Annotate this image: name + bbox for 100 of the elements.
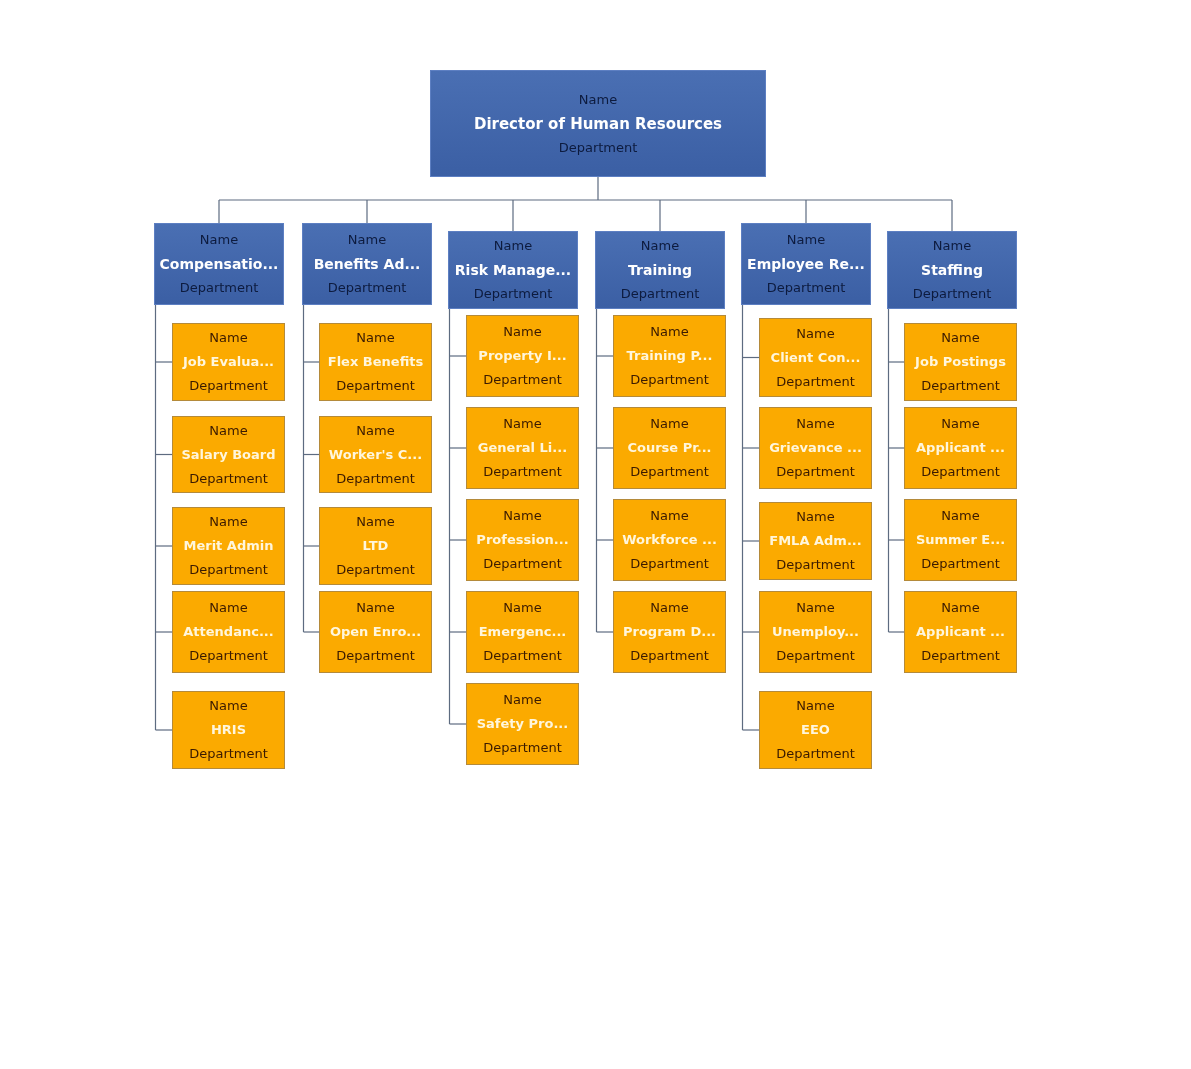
person-name: Name <box>356 329 395 347</box>
department-name: Department <box>327 279 407 297</box>
person-name: Name <box>209 513 248 531</box>
connector-line <box>805 199 807 224</box>
department-name: Department <box>189 745 268 763</box>
department-name: Department <box>483 647 562 665</box>
position-title: Emergenc... <box>478 623 567 641</box>
connector-line <box>448 308 451 725</box>
org-chart-box <box>319 507 432 585</box>
position-title: Applicant ... <box>916 623 1005 641</box>
connector-line <box>366 199 368 224</box>
org-chart-box <box>172 691 285 769</box>
position-title: EEO <box>801 721 830 739</box>
person-name: Name <box>941 329 980 347</box>
department-name: Department <box>630 647 709 665</box>
department-name: Department <box>336 561 415 579</box>
person-name: Name <box>209 329 248 347</box>
person-name: Name <box>941 599 980 617</box>
connector-line <box>302 545 320 547</box>
org-chart-box <box>319 591 432 673</box>
department-name: Department <box>630 555 709 573</box>
connector-line <box>448 723 467 725</box>
org-chart-box <box>613 407 726 489</box>
org-chart-box <box>759 691 872 769</box>
department-name: Department <box>921 463 1000 481</box>
person-name: Name <box>941 507 980 525</box>
department-name: Department <box>776 463 855 481</box>
org-chart-box <box>904 591 1017 673</box>
connector-line <box>887 308 890 633</box>
connector-line <box>741 540 760 542</box>
org-chart-box <box>319 416 432 493</box>
department-name: Department <box>179 279 259 297</box>
org-chart-box <box>448 231 578 309</box>
connector-line <box>302 304 305 633</box>
person-name: Name <box>796 599 835 617</box>
connector-line <box>741 631 760 633</box>
position-title: Benefits Ad... <box>313 255 421 274</box>
org-chart-box <box>595 231 725 309</box>
department-name: Department <box>483 463 562 481</box>
connector-line <box>302 631 320 633</box>
org-chart-box <box>302 223 432 305</box>
org-chart-box <box>904 323 1017 401</box>
position-title: Client Con... <box>770 348 861 367</box>
connector-line <box>302 361 320 363</box>
connector-line <box>218 199 220 224</box>
org-chart-box <box>466 315 579 397</box>
department-name: Department <box>620 285 700 303</box>
department-name: Department <box>776 647 855 665</box>
connector-line <box>659 199 661 232</box>
person-name: Name <box>941 415 980 433</box>
connector-line <box>595 355 614 357</box>
person-name: Name <box>503 599 542 617</box>
position-title: FMLA Adm... <box>769 532 862 550</box>
position-title: Director of Human Resources <box>473 113 723 135</box>
org-chart-box <box>466 591 579 673</box>
org-chart-box <box>172 507 285 585</box>
person-name: Name <box>650 599 689 617</box>
org-chart-box <box>154 223 284 305</box>
position-title: Worker's C... <box>328 445 423 464</box>
person-name: Name <box>503 691 542 709</box>
org-chart-box <box>904 499 1017 581</box>
department-name: Department <box>189 647 268 665</box>
position-title: Workforce ... <box>622 531 717 549</box>
org-chart-box <box>613 499 726 581</box>
org-chart-box <box>904 407 1017 489</box>
connector-line <box>595 631 614 633</box>
org-chart-box <box>430 70 766 177</box>
connector-line <box>887 631 905 633</box>
person-name: Name <box>650 415 689 433</box>
org-chart-box <box>741 223 871 305</box>
connector-line <box>448 355 467 357</box>
connector-line <box>887 447 905 449</box>
position-title: Open Enro... <box>329 623 422 641</box>
org-chart-box <box>466 407 579 489</box>
position-title: HRIS <box>210 721 247 739</box>
department-name: Department <box>483 555 562 573</box>
connector-line <box>741 729 760 731</box>
org-chart-box <box>759 591 872 673</box>
person-name: Name <box>786 231 826 249</box>
connector-line <box>595 308 598 633</box>
position-title: Property I... <box>478 347 567 365</box>
position-title: Unemploy... <box>772 623 859 641</box>
connector-line <box>595 447 614 449</box>
connector-line <box>448 447 467 449</box>
person-name: Name <box>199 231 239 249</box>
connector-line <box>448 539 467 541</box>
person-name: Name <box>796 697 835 715</box>
person-name: Name <box>503 507 542 525</box>
position-title: Course Pr... <box>627 439 712 457</box>
position-title: General Li... <box>477 439 568 457</box>
person-name: Name <box>932 237 972 255</box>
org-chart-box <box>319 323 432 401</box>
position-title: Applicant ... <box>916 439 1005 457</box>
person-name: Name <box>356 599 395 617</box>
connector-line <box>154 729 173 731</box>
connector-line <box>448 631 467 633</box>
org-chart-box <box>613 591 726 673</box>
connector-line <box>887 539 905 541</box>
org-chart-box <box>759 407 872 489</box>
position-title: Job Postings <box>915 353 1006 371</box>
